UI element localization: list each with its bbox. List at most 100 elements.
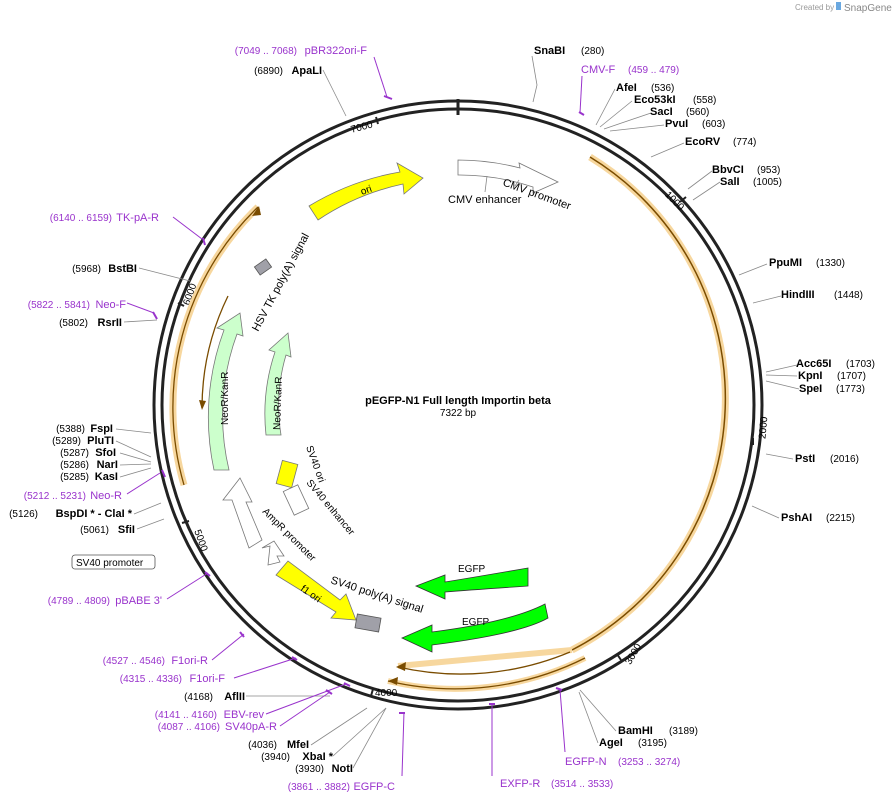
enzyme-position: (1005) bbox=[753, 177, 782, 188]
primer-label: Neo-R bbox=[90, 490, 122, 502]
feature-cmv: CMV enhancer CMV promoter bbox=[448, 159, 573, 213]
feature-neo-kan-outer: NeoR/KanR bbox=[207, 312, 244, 471]
enzyme-label: XbaI * bbox=[302, 751, 333, 763]
enzyme-label: SfoI bbox=[95, 447, 116, 459]
enzyme-label: SpeI bbox=[799, 383, 822, 395]
primer-position: (4527 .. 4546) bbox=[103, 656, 165, 667]
enzyme-position: (4036) bbox=[248, 740, 277, 751]
enzyme-label: Eco53kI bbox=[634, 94, 676, 106]
feature-sv40-promoter-box: SV40 promoter bbox=[71, 554, 156, 570]
feature-sv40-ori: SV40 ori SV40 enhancer bbox=[275, 444, 357, 538]
enzyme-label: BstBI bbox=[108, 263, 137, 275]
enzyme-label: NotI bbox=[332, 763, 353, 775]
enzyme-labels: SnaBI (280) AfeI (536) Eco53kI (558) Sac… bbox=[534, 45, 875, 749]
feature-ori: ori bbox=[308, 162, 424, 221]
primer-position: (4141 .. 4160) bbox=[155, 710, 217, 721]
primer-label: CMV-F bbox=[581, 64, 616, 76]
feature-label-sv40-ori: SV40 ori bbox=[303, 444, 326, 484]
feature-label-egfp-2: EGFP bbox=[462, 617, 490, 628]
feature-label-hsv-tk-polya: HSV TK poly(A) signal bbox=[250, 231, 312, 333]
primer-label: EGFP-C bbox=[353, 781, 395, 793]
primer-label: pBABE 3' bbox=[115, 595, 162, 607]
enzyme-label: PvuI bbox=[665, 118, 688, 130]
enzyme-label: SnaBI bbox=[534, 45, 565, 57]
primer-position: (5212 .. 5231) bbox=[24, 491, 86, 502]
tick-label: 7000 bbox=[350, 119, 375, 135]
enzyme-labels-left: NotI (3930) XbaI * (3940) MfeI (4036) Af… bbox=[9, 65, 353, 775]
primer-leaders bbox=[126, 56, 585, 777]
feature-label-neo-kan-2: NeoR/KanR bbox=[272, 376, 285, 430]
feature-ampr-promoter: AmpR promoter bbox=[222, 477, 318, 566]
enzyme-label: HindIII bbox=[781, 289, 815, 301]
enzyme-label: SacI bbox=[650, 106, 673, 118]
primer-label: SV40pA-R bbox=[225, 721, 277, 733]
enzyme-label: RsrII bbox=[98, 317, 122, 329]
enzyme-position: (5388) bbox=[56, 424, 85, 435]
enzyme-position: (3930) bbox=[295, 764, 324, 775]
enzyme-position: (2016) bbox=[830, 454, 859, 465]
enzyme-label: EcoRV bbox=[685, 136, 721, 148]
enzyme-position: (5285) bbox=[60, 472, 89, 483]
enzyme-label: BspDI * - ClaI * bbox=[56, 508, 133, 520]
tick-label: 3000 bbox=[624, 642, 645, 667]
enzyme-label: BbvCI bbox=[712, 164, 744, 176]
enzyme-position: (2215) bbox=[826, 513, 855, 524]
enzyme-position: (1330) bbox=[816, 258, 845, 269]
tick-label: 2000 bbox=[757, 416, 770, 440]
enzyme-position: (6890) bbox=[254, 66, 283, 77]
enzyme-position: (3195) bbox=[638, 738, 667, 749]
feature-label-sv40-promoter: SV40 promoter bbox=[76, 558, 144, 569]
primer-label: Neo-F bbox=[95, 299, 126, 311]
tick-label: 1000 bbox=[662, 190, 686, 214]
feature-label-neo-kan-1: NeoR/KanR bbox=[220, 372, 231, 425]
enzyme-label: SfiI bbox=[118, 524, 135, 536]
primer-position: (6140 .. 6159) bbox=[50, 213, 112, 224]
enzyme-position: (603) bbox=[702, 119, 725, 130]
enzyme-position: (536) bbox=[651, 83, 674, 94]
enzyme-label: KpnI bbox=[798, 370, 822, 382]
brand-text: SnapGene bbox=[844, 3, 892, 14]
enzyme-label: AgeI bbox=[599, 737, 623, 749]
enzyme-label: AflII bbox=[224, 691, 245, 703]
primer-label: F1ori-F bbox=[190, 673, 226, 685]
enzyme-label: SalI bbox=[720, 176, 740, 188]
enzyme-position: (4168) bbox=[184, 692, 213, 703]
enzyme-position: (280) bbox=[581, 46, 604, 57]
primer-position: (3514 .. 3533) bbox=[551, 779, 613, 790]
enzyme-position: (3940) bbox=[261, 752, 290, 763]
enzyme-position: (3189) bbox=[669, 726, 698, 737]
feature-label-cmv-enhancer: CMV enhancer bbox=[448, 194, 522, 206]
orf-arcs bbox=[169, 154, 729, 692]
feature-neo-kan-inner: NeoR/KanR bbox=[264, 332, 292, 436]
map-title: pEGFP-N1 Full length Importin beta bbox=[365, 395, 552, 407]
primer-label: pBR322ori-F bbox=[305, 45, 368, 57]
enzyme-leaders bbox=[115, 55, 800, 769]
enzyme-label: PstI bbox=[795, 453, 815, 465]
enzyme-label: AfeI bbox=[616, 82, 637, 94]
enzyme-position: (5802) bbox=[59, 318, 88, 329]
enzyme-label: BamHI bbox=[618, 725, 653, 737]
enzyme-position: (5289) bbox=[52, 436, 81, 447]
primer-position: (3861 .. 3882) bbox=[288, 782, 350, 793]
feature-hsv-tk-polya: HSV TK poly(A) signal bbox=[250, 231, 312, 333]
primer-label: TK-pA-R bbox=[116, 212, 159, 224]
enzyme-label: PpuMI bbox=[769, 257, 802, 269]
feature-label-sv40-enhancer: SV40 enhancer bbox=[304, 478, 357, 538]
tick-label: 4000 bbox=[375, 688, 398, 699]
feature-egfp-1: EGFP bbox=[414, 564, 529, 600]
feature-egfp-2: EGFP bbox=[401, 603, 549, 653]
enzyme-position: (1707) bbox=[837, 371, 866, 382]
primer-position: (459 .. 479) bbox=[628, 65, 679, 76]
enzyme-position: (560) bbox=[686, 107, 709, 118]
enzyme-position: (5061) bbox=[80, 525, 109, 536]
feature-label-egfp-1: EGFP bbox=[458, 564, 486, 575]
enzyme-label: NarI bbox=[97, 459, 118, 471]
enzyme-label: ApaLI bbox=[291, 65, 322, 77]
enzyme-label: MfeI bbox=[287, 739, 309, 751]
enzyme-label: PluTI bbox=[87, 435, 114, 447]
backbone bbox=[152, 99, 764, 711]
enzyme-label: Acc65I bbox=[796, 358, 831, 370]
primer-position: (5822 .. 5841) bbox=[28, 300, 90, 311]
primer-position: (4315 .. 4336) bbox=[120, 674, 182, 685]
primer-position: (3253 .. 3274) bbox=[618, 757, 680, 768]
